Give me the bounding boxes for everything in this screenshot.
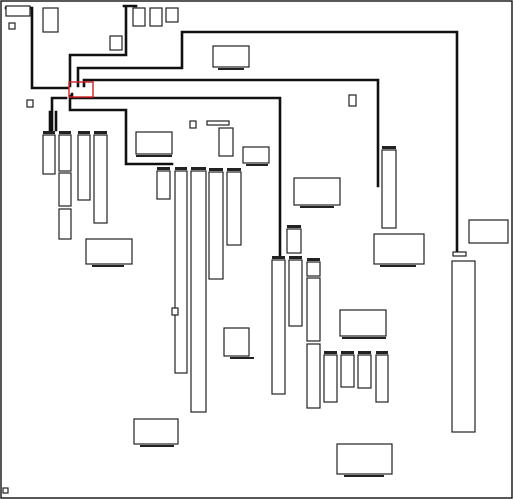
wire-left-top	[30, 6, 70, 90]
component-top-row-c	[165, 7, 179, 23]
column-c2-cap	[191, 167, 206, 170]
column-l3	[58, 172, 72, 207]
block-center-a	[135, 131, 173, 155]
block-right-mid-cap	[380, 265, 416, 267]
column-rc1-cap	[272, 256, 285, 259]
column-l4	[58, 208, 72, 240]
column-c3-cap	[209, 168, 223, 171]
component-top-row-b	[149, 7, 163, 27]
column-l2-cap	[59, 131, 71, 134]
component-top-block-cap	[218, 68, 244, 70]
column-rc6	[340, 354, 355, 388]
column-r1	[381, 149, 397, 229]
component-pad-right	[348, 94, 357, 107]
block-rc-small-cap	[287, 225, 301, 228]
pad-center	[189, 120, 197, 129]
block-center-a-cap	[136, 155, 172, 157]
block-rc-top	[293, 177, 341, 206]
block-center-low	[223, 327, 250, 357]
column-rc8-cap	[376, 351, 388, 354]
strip-center	[206, 120, 230, 126]
column-c4	[226, 171, 242, 246]
column-c4-cap	[227, 168, 241, 171]
column-c1	[174, 170, 188, 374]
block-rc-mid	[339, 309, 387, 337]
column-c3	[208, 171, 224, 280]
column-c1-cap	[175, 167, 187, 170]
block-left-mid	[85, 238, 133, 265]
column-l1-cap	[43, 131, 55, 134]
column-far-right	[451, 260, 476, 433]
column-rc2-cap	[289, 256, 302, 259]
block-rc-mid-cap	[342, 337, 386, 339]
block-bottom-left	[133, 418, 179, 445]
wire-center-drop	[70, 92, 282, 258]
column-l6-cap	[94, 131, 107, 134]
column-c2	[190, 170, 207, 413]
block-rc-small	[286, 228, 302, 254]
component-group-center	[133, 120, 270, 447]
column-rc7	[357, 354, 372, 389]
block-right-mid	[373, 233, 425, 265]
component-small-pad	[8, 22, 16, 30]
column-rc7-cap	[358, 351, 371, 354]
wire-right-long	[76, 30, 459, 254]
component-tall-small	[42, 7, 59, 33]
column-rc5-cap	[324, 351, 337, 354]
selection-marker[interactable]	[68, 81, 94, 98]
wire-left-drop	[50, 96, 68, 132]
block-rc-mini	[306, 261, 321, 277]
corner-marker	[2, 487, 9, 494]
component-group-right	[373, 146, 509, 433]
block-bottom-right-cap	[344, 475, 384, 477]
block-left-mid-cap	[92, 265, 124, 267]
block-rc-top-cap	[300, 206, 334, 208]
column-rc1	[271, 259, 286, 395]
column-far-right-cap	[452, 251, 467, 257]
column-l1	[42, 134, 56, 175]
column-rc4	[306, 343, 321, 409]
column-rc8	[375, 354, 389, 403]
column-l5	[77, 134, 91, 201]
component-top-left-header	[5, 5, 31, 17]
component-group-left-stack	[42, 131, 133, 267]
component-group-top-left	[5, 5, 357, 108]
component-pad-left	[26, 99, 34, 108]
column-l2	[58, 134, 72, 172]
wire-top-center	[68, 4, 138, 88]
column-c0	[156, 170, 171, 200]
block-rc-mini-cap	[307, 258, 320, 261]
column-l6	[93, 134, 108, 224]
block-center-low-cap	[230, 357, 254, 359]
column-rc5	[323, 354, 338, 403]
column-rc2	[288, 259, 303, 327]
block-center-narrow	[218, 127, 234, 157]
block-center-b	[242, 146, 270, 164]
block-center-b-cap	[246, 164, 268, 166]
component-group-right-center	[271, 177, 393, 477]
wire-network	[4, 4, 459, 258]
block-bottom-right	[336, 443, 393, 475]
block-far-right	[468, 219, 509, 244]
wire-right-mid	[82, 78, 380, 188]
component-square-small	[109, 35, 123, 51]
column-r1-cap	[382, 146, 396, 149]
pad-column-c1	[171, 307, 179, 316]
wire-left-stub	[48, 110, 58, 134]
column-l5-cap	[78, 131, 90, 134]
wire-lower-branch	[68, 94, 174, 166]
column-c0-cap	[157, 167, 170, 170]
block-bottom-left-cap	[140, 445, 174, 447]
component-top-row-a	[132, 7, 146, 27]
column-rc3	[306, 277, 321, 342]
component-top-block	[212, 45, 250, 68]
column-rc6-cap	[341, 351, 354, 354]
